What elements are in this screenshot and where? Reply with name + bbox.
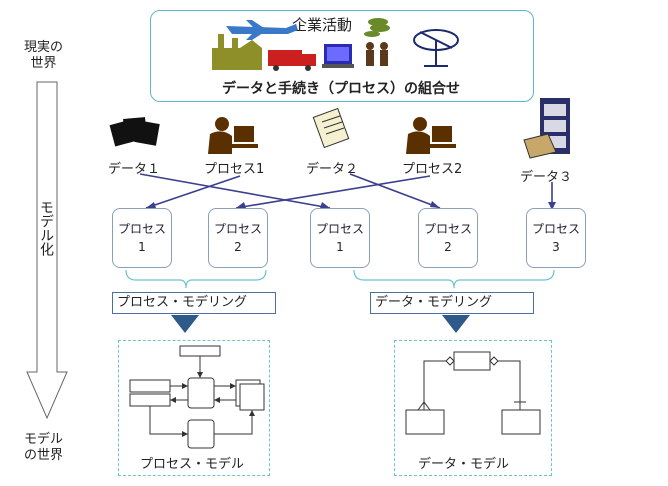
process-box-number: 2 [234,240,242,254]
process-box-label: プロセス [117,222,166,236]
clipboard-document-icon [312,107,350,149]
process-box-number: 1 [336,240,344,254]
process-box-label: プロセス [213,222,262,236]
corporate-activity-title: 企業活動 [292,16,353,34]
process-box-3: プロセス 1 [310,208,370,268]
data-modeling-label: データ・モデリング [370,292,534,314]
data-model-caption: データ・モデル [418,457,510,472]
process-box-number: 3 [552,240,560,254]
worker-at-computer-icon [406,117,456,154]
process-model-caption: プロセス・モデル [140,457,245,472]
model-world-label: モデル の世界 [24,432,64,463]
factory-icon [212,34,262,70]
process-box-5: プロセス 3 [526,208,586,268]
process-box-2: プロセス 2 [208,208,268,268]
source-label-data3: データ３ [520,170,573,185]
real-world-label: 現実の 世界 [24,40,64,71]
process-box-number: 1 [138,240,146,254]
floppy-disks-icon [109,117,160,147]
computer-icon [322,44,354,68]
source-label-process2: プロセス2 [402,162,463,177]
meeting-people-icon [366,42,388,66]
process-box-1: プロセス 1 [112,208,172,268]
airplane-icon [226,20,298,40]
satellite-dish-icon [413,29,459,67]
source-label-data2: データ２ [306,162,359,177]
process-modeling-label: プロセス・モデリング [112,292,276,314]
modeling-label: モデル化 [38,198,54,258]
mapping-lines [139,173,553,209]
source-label-data1: データ１ [108,162,161,177]
data-procedures-caption: データと手続き（プロセス）の組合せ [222,81,460,97]
coins-icon [364,18,390,37]
worker-at-computer-icon [208,117,258,154]
process-box-label: プロセス [423,222,472,236]
process-box-label: プロセス [315,222,364,236]
process-box-label: プロセス [531,222,580,236]
filing-cabinet-icon [523,98,570,159]
truck-icon [268,50,316,71]
process-box-number: 2 [444,240,452,254]
process-box-4: プロセス 2 [418,208,478,268]
source-label-process1: プロセス1 [204,162,265,177]
